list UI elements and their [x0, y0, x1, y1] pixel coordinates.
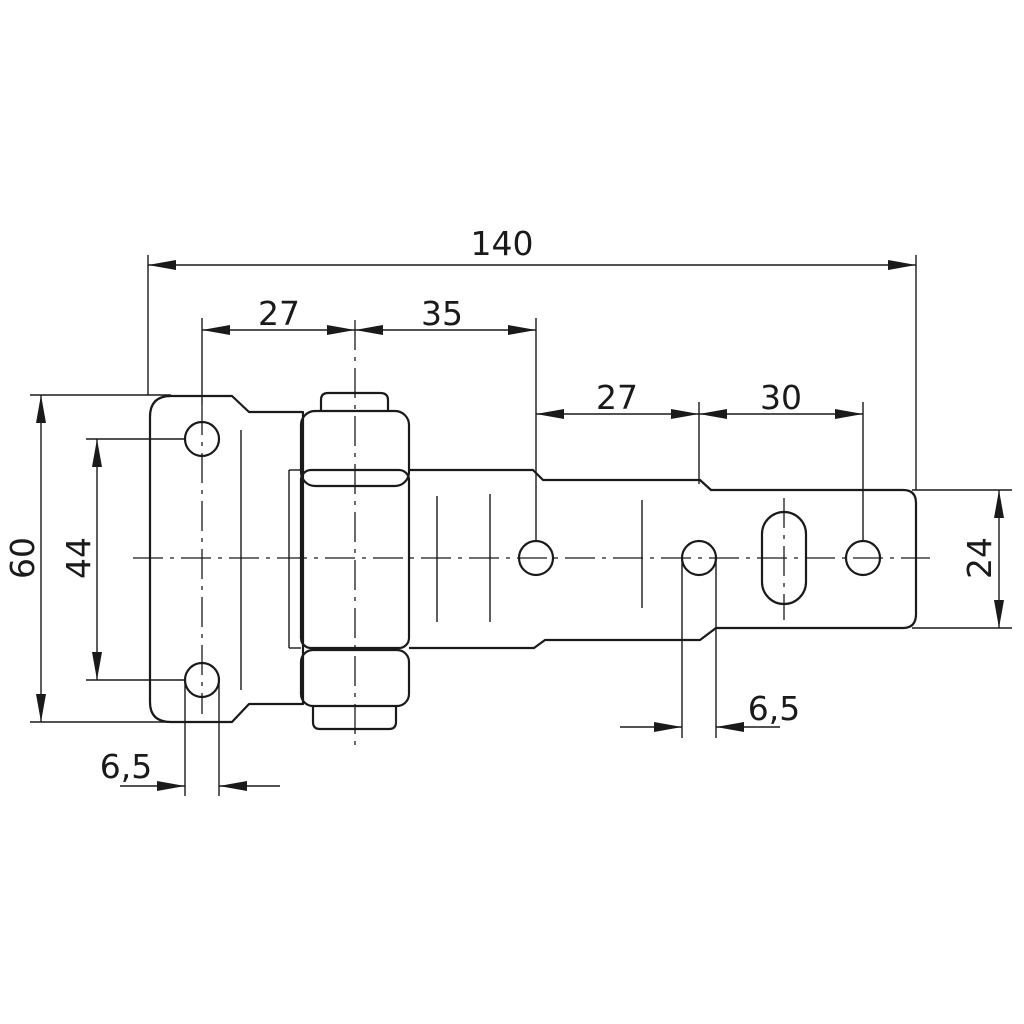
- dimension-labels: 140 27 35 27 30 60 44 24 6,5 6,5: [3, 224, 999, 786]
- dim-label-leaf-height: 60: [3, 537, 42, 579]
- dim-label-hole-spacing-2: 30: [760, 378, 802, 417]
- dim-label-overall-length: 140: [471, 224, 534, 263]
- extension-lines: [30, 255, 1012, 796]
- hinge-outline: [148, 391, 918, 731]
- dim-label-pin-to-first-hole: 35: [421, 294, 463, 333]
- dim-label-leaf-hole-diameter: 6,5: [100, 747, 152, 786]
- dim-label-leaf-hole-spacing: 44: [59, 537, 98, 579]
- dim-label-strap-hole-diameter: 6,5: [748, 689, 800, 728]
- hinge-strap: [409, 468, 918, 650]
- dim-label-strap-width: 24: [960, 537, 999, 579]
- dimension-lines: [36, 260, 1004, 791]
- center-lines: [133, 320, 930, 752]
- dim-label-leaf-hole-to-pin: 27: [258, 294, 300, 333]
- hinge-leaf-plate: [148, 394, 305, 724]
- dim-label-hole-spacing-1: 27: [596, 378, 638, 417]
- pin-top-cap: [319, 391, 390, 411]
